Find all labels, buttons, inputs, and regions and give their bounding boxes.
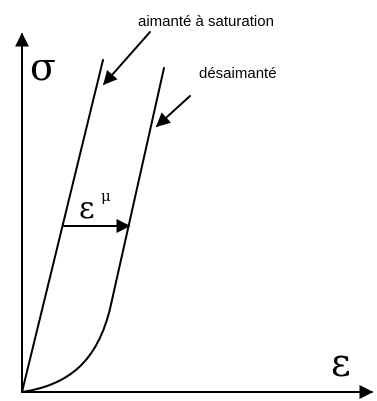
demagnetized-label: désaimanté bbox=[199, 65, 277, 82]
demagnetized-curve bbox=[21, 67, 165, 393]
y-axis-label: σ bbox=[30, 45, 56, 89]
demagnetized-leader-arrow bbox=[155, 95, 191, 127]
strain-label-superscript: μ bbox=[101, 187, 111, 205]
saturated-leader-arrow bbox=[103, 31, 151, 86]
saturated-label: aimanté à saturation bbox=[138, 13, 274, 30]
strain-label: ε bbox=[79, 191, 95, 226]
saturated-curve bbox=[21, 59, 104, 393]
x-axis-label: ε bbox=[331, 341, 351, 385]
